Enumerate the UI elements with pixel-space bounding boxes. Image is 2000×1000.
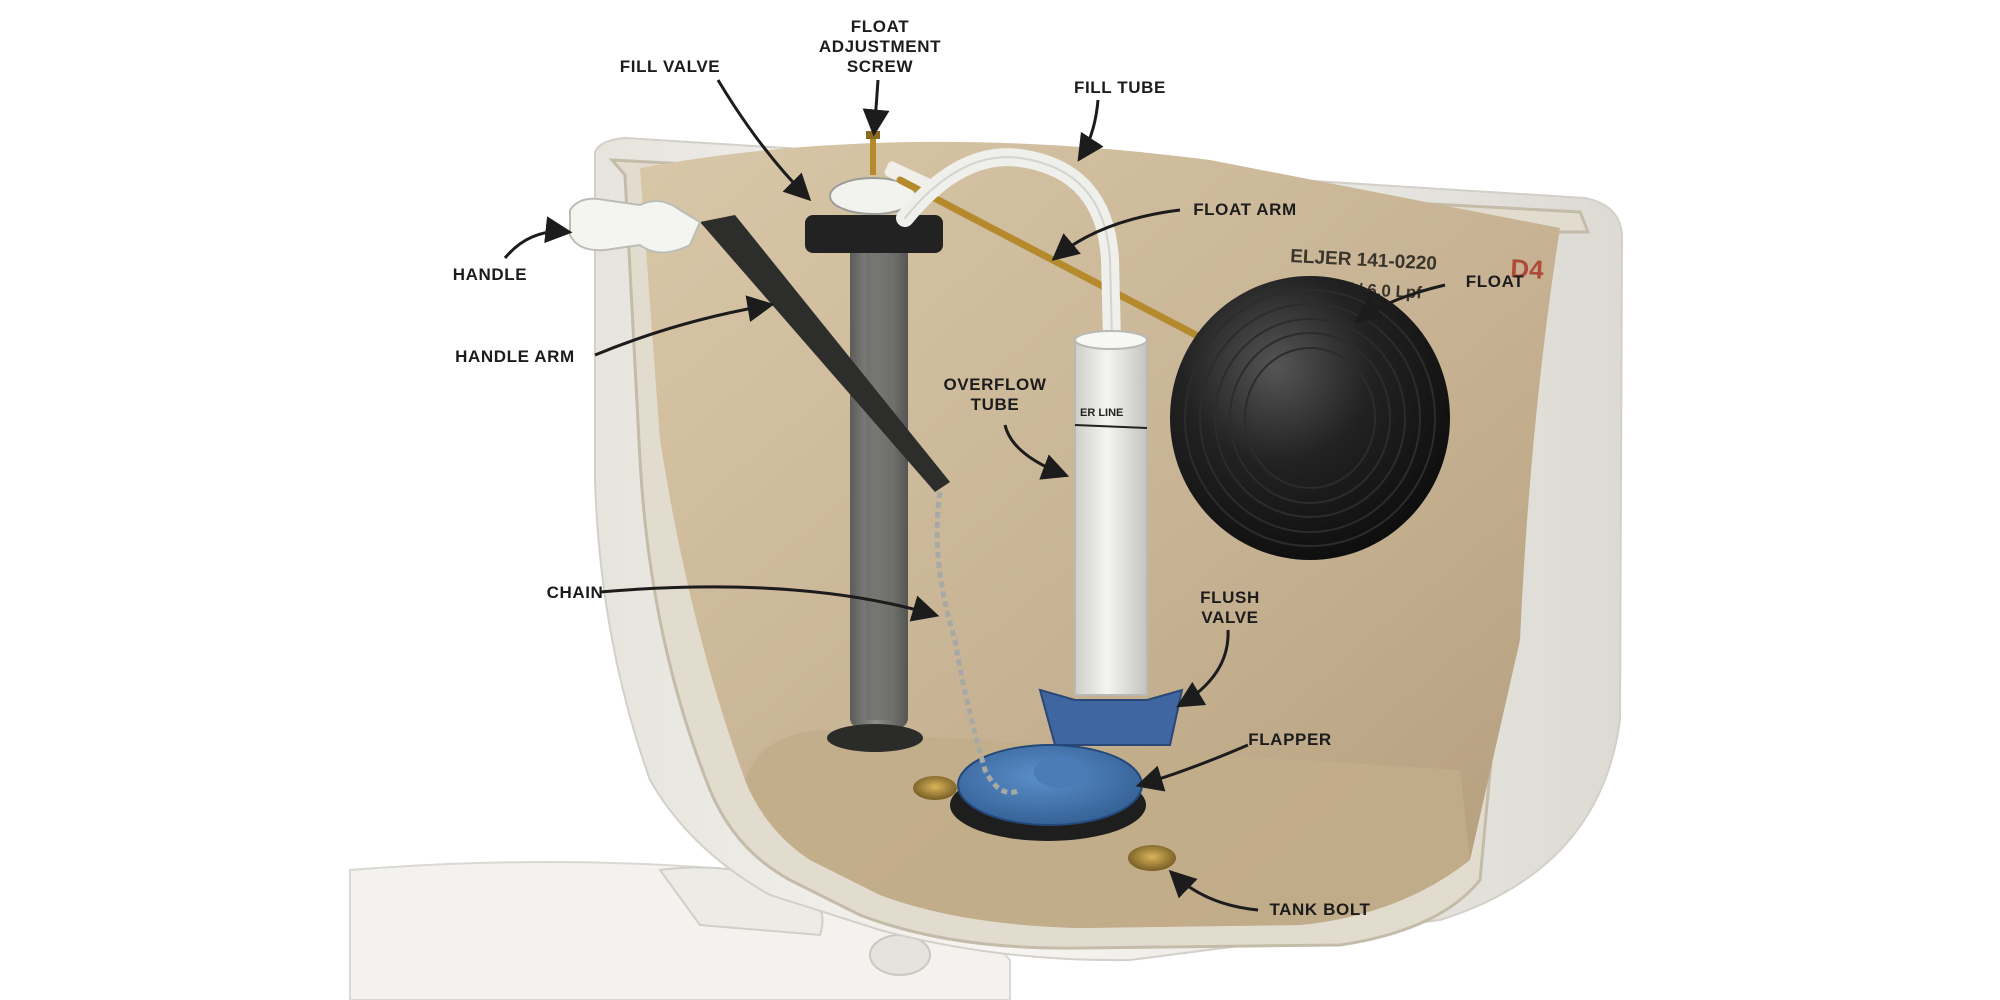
leader-overflow-tube [1003, 424, 1070, 480]
label-handle-arm: HANDLE ARM [455, 347, 575, 366]
label-handle: HANDLE [452, 265, 528, 284]
seat-hinge-cap [869, 934, 931, 976]
handle-arm [700, 215, 950, 492]
label-fill-tube: FILL TUBE [1074, 78, 1166, 97]
leader-flush-valve [1176, 629, 1230, 708]
fill-valve-base [827, 724, 923, 752]
tank-bolt-left [913, 776, 957, 800]
label-float: FLOAT [1465, 272, 1525, 291]
tank-bolt-right [1128, 845, 1176, 871]
float-ball [1170, 276, 1450, 560]
fill-valve-inner-shaft [866, 240, 892, 720]
tank-code-marking: D4 [1510, 253, 1545, 285]
leader-flapper [1135, 743, 1249, 792]
chain [934, 491, 1022, 795]
label-tank-bolt: TANK BOLT [1269, 900, 1371, 919]
leader-chain [599, 585, 940, 622]
label-overflow-tube: OVERFLOW TUBE [943, 375, 1047, 414]
leader-float-adjustment-screw [862, 79, 890, 137]
leader-fill-valve [716, 79, 812, 202]
flapper-hub [1034, 756, 1086, 788]
leader-float-arm [1051, 208, 1181, 261]
leader-handle [503, 216, 573, 259]
leader-float [1354, 283, 1446, 323]
float-ball-ribs [1184, 289, 1436, 547]
handle [569, 197, 702, 254]
overflow-water-line-text: ER LINE [1080, 407, 1123, 419]
fill-tube-shade [904, 156, 1113, 341]
overflow-tube [1074, 339, 1148, 696]
label-flush-valve: FLUSH VALVE [1200, 588, 1260, 627]
fill-valve-cap [805, 215, 943, 253]
leader-fill-tube [1077, 99, 1104, 162]
label-float-arm: FLOAT ARM [1193, 200, 1297, 219]
leader-tank-bolt [1168, 869, 1259, 912]
label-float-adjustment-screw: FLOAT ADJUSTMENT SCREW [818, 17, 942, 76]
label-fill-valve: FILL VALVE [619, 57, 721, 76]
overflow-water-line [1074, 424, 1148, 429]
overflow-tube-top [1074, 330, 1148, 350]
float-arm-rod [896, 176, 1219, 349]
leader-handle-arm [594, 295, 775, 357]
label-flapper: FLAPPER [1248, 730, 1332, 749]
adjustment-screw-head [866, 131, 880, 139]
label-chain: CHAIN [546, 583, 604, 602]
